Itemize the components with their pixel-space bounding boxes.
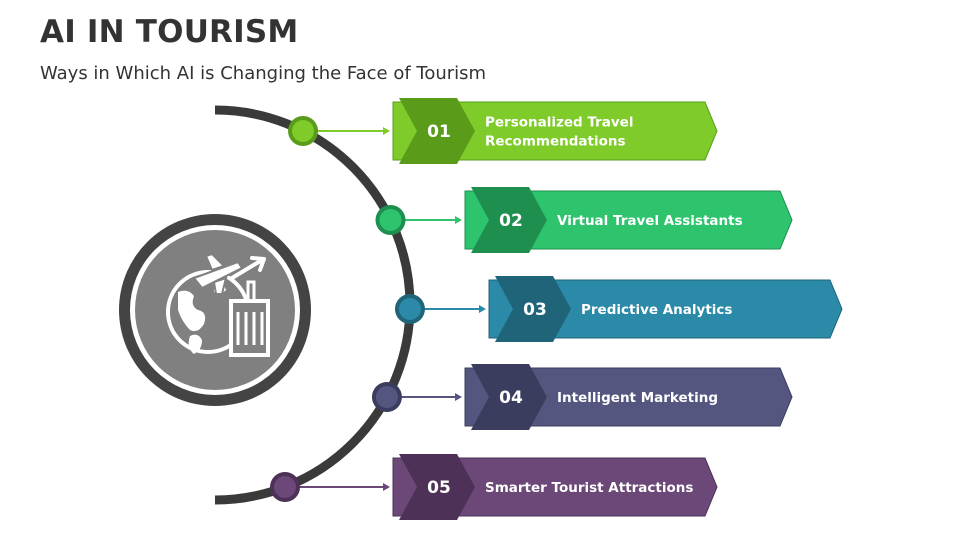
step-03: 03 Predictive Analytics <box>394 276 843 342</box>
step-number: 03 <box>523 300 547 320</box>
step-label: Smarter Tourist Attractions <box>485 480 693 496</box>
step-label: Personalized Travel <box>485 115 633 131</box>
connector-arrow <box>455 216 462 224</box>
step-label: Intelligent Marketing <box>557 390 718 406</box>
step-04: 04 Intelligent Marketing <box>371 364 793 430</box>
step-label: Recommendations <box>485 134 626 150</box>
step-number: 05 <box>427 478 451 498</box>
step-number: 01 <box>427 122 451 142</box>
connector-arrow <box>383 483 390 491</box>
step-label: Predictive Analytics <box>581 302 732 318</box>
step-number: 02 <box>499 211 523 231</box>
page-title: AI IN TOURISM <box>40 14 299 50</box>
step-05: 05 Smarter Tourist Attractions <box>270 454 718 520</box>
step-02: 02 Virtual Travel Assistants <box>375 187 793 253</box>
node-inner <box>292 120 315 142</box>
page-subtitle: Ways in Which AI is Changing the Face of… <box>40 63 487 84</box>
number-chevron <box>471 364 547 430</box>
number-chevron <box>471 187 547 253</box>
number-chevron <box>495 276 571 342</box>
step-banner <box>464 190 793 250</box>
step-banner <box>464 367 793 427</box>
node-inner <box>379 209 402 231</box>
node-inner <box>274 476 297 498</box>
step-banner <box>392 101 718 161</box>
connector-arrow <box>383 127 390 135</box>
step-number: 04 <box>499 388 523 408</box>
globe-plane-luggage-icon <box>166 252 270 357</box>
step-banner <box>488 279 843 339</box>
step-label: Virtual Travel Assistants <box>557 213 743 229</box>
node-inner <box>375 386 398 408</box>
number-chevron <box>399 454 475 520</box>
node-inner <box>398 298 421 320</box>
connector-arrow <box>479 305 486 313</box>
number-chevron <box>399 98 475 164</box>
connector-arrow <box>455 393 462 401</box>
step-banner <box>392 457 718 517</box>
center-circle <box>119 214 311 406</box>
